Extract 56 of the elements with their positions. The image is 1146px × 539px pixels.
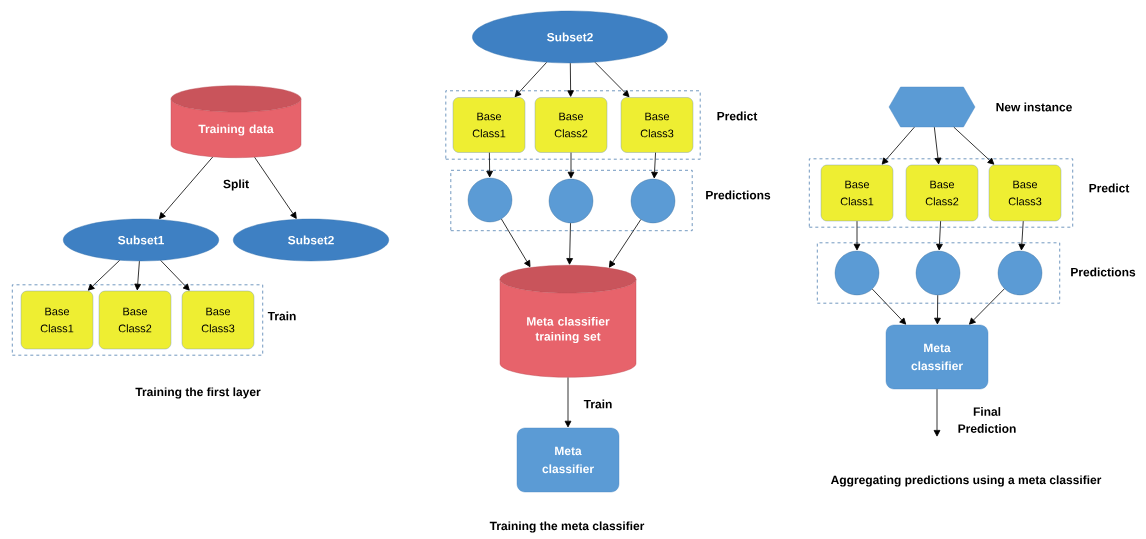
classifier-box: Base Class2 (534, 97, 608, 153)
arrow (933, 126, 942, 165)
prediction-circle (834, 250, 880, 296)
classifier-box: Base Class1 (452, 97, 526, 153)
edge-label: Final Prediction (951, 406, 1023, 434)
group-label: Train (267, 311, 296, 321)
classifier-box: Base Class3 (181, 290, 255, 350)
arrow (936, 220, 943, 251)
group-label: Predict (1089, 183, 1130, 193)
classifier-box: Base Class3 (988, 164, 1062, 222)
prediction-circle (997, 250, 1043, 296)
classifier-box: Meta classifier (885, 324, 989, 390)
classifier-box: Base Class3 (620, 97, 694, 153)
classifier-box: Base Class2 (905, 164, 979, 222)
prediction-circle (548, 178, 594, 224)
arrow (871, 288, 907, 325)
arrow (567, 152, 575, 179)
arrow (501, 218, 531, 268)
arrow (87, 260, 120, 291)
arrow (134, 260, 142, 291)
database-cylinder: Meta classifier training set (499, 265, 637, 378)
group-label: Predictions (706, 190, 771, 200)
panel-caption: Training the meta classifier (489, 521, 645, 533)
arrow (969, 288, 1005, 325)
arrow (566, 222, 573, 265)
arrow (254, 156, 297, 219)
edge-label: Train (577, 398, 619, 410)
arrow (651, 152, 658, 179)
prediction-circle (630, 178, 676, 224)
split-label: Split (223, 179, 249, 191)
arrow (160, 260, 190, 291)
arrow (1018, 220, 1026, 251)
panel-caption: Aggregating predictions using a meta classifier (830, 475, 1102, 487)
arrow (933, 388, 941, 437)
arrow (594, 61, 630, 98)
classifier-box: Base Class2 (98, 290, 172, 350)
arrow (486, 152, 493, 178)
arrow (953, 126, 995, 165)
arrow (934, 294, 941, 325)
arrow (564, 377, 572, 428)
prediction-circle (467, 177, 513, 223)
arrow (159, 156, 214, 220)
group-label: Predict (717, 111, 758, 121)
classifier-box: Base Class1 (20, 290, 94, 350)
group-label: Predictions (1071, 267, 1136, 277)
classifier-box: Base Class1 (820, 164, 894, 222)
database-cylinder: Training data (170, 85, 302, 158)
arrow (514, 62, 547, 98)
classifier-box: Meta classifier (516, 427, 620, 493)
arrow (881, 126, 915, 165)
prediction-circle (915, 250, 961, 296)
arrow (609, 219, 642, 268)
arrow (853, 220, 861, 251)
arrow (567, 62, 574, 97)
panel-caption: Training the first layer (135, 387, 261, 399)
node-caption: New instance (996, 102, 1072, 112)
